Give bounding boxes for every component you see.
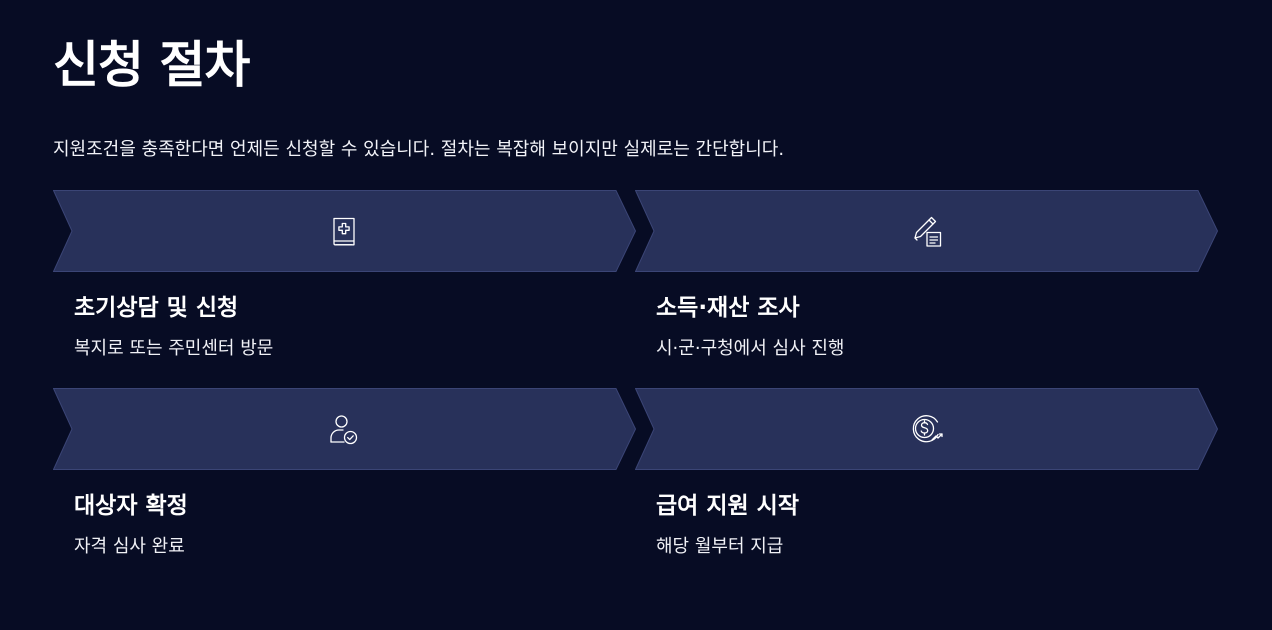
step-title: 급여 지원 시작 [656,493,799,519]
step-description: 복지로 또는 주민센터 방문 [74,338,274,359]
step-title: 초기상담 및 신청 [74,295,239,321]
step-chevron [53,388,636,470]
step-title: 소득·재산 조사 [656,295,800,321]
step-card: 대상자 확정 자격 심사 완료 [53,388,636,574]
step-description: 시·군·구청에서 심사 진행 [656,338,845,359]
dollar-coin-icon [907,410,945,448]
pencil-document-icon [907,212,945,250]
intro-text: 지원조건을 충족한다면 언제든 신청할 수 있습니다. 절차는 복잡해 보이지만… [53,139,785,160]
step-card: 소득·재산 조사 시·군·구청에서 심사 진행 [635,190,1218,376]
step-title: 대상자 확정 [74,493,188,519]
user-check-icon [325,410,363,448]
step-chevron [635,388,1218,470]
step-card: 급여 지원 시작 해당 월부터 지급 [635,388,1218,574]
page-title: 신청 절차 [53,36,250,94]
step-card: 초기상담 및 신청 복지로 또는 주민센터 방문 [53,190,636,376]
step-chevron [53,190,636,272]
step-chevron [635,190,1218,272]
step-description: 해당 월부터 지급 [656,536,784,557]
step-description: 자격 심사 완료 [74,536,185,557]
medical-book-icon [327,212,365,250]
